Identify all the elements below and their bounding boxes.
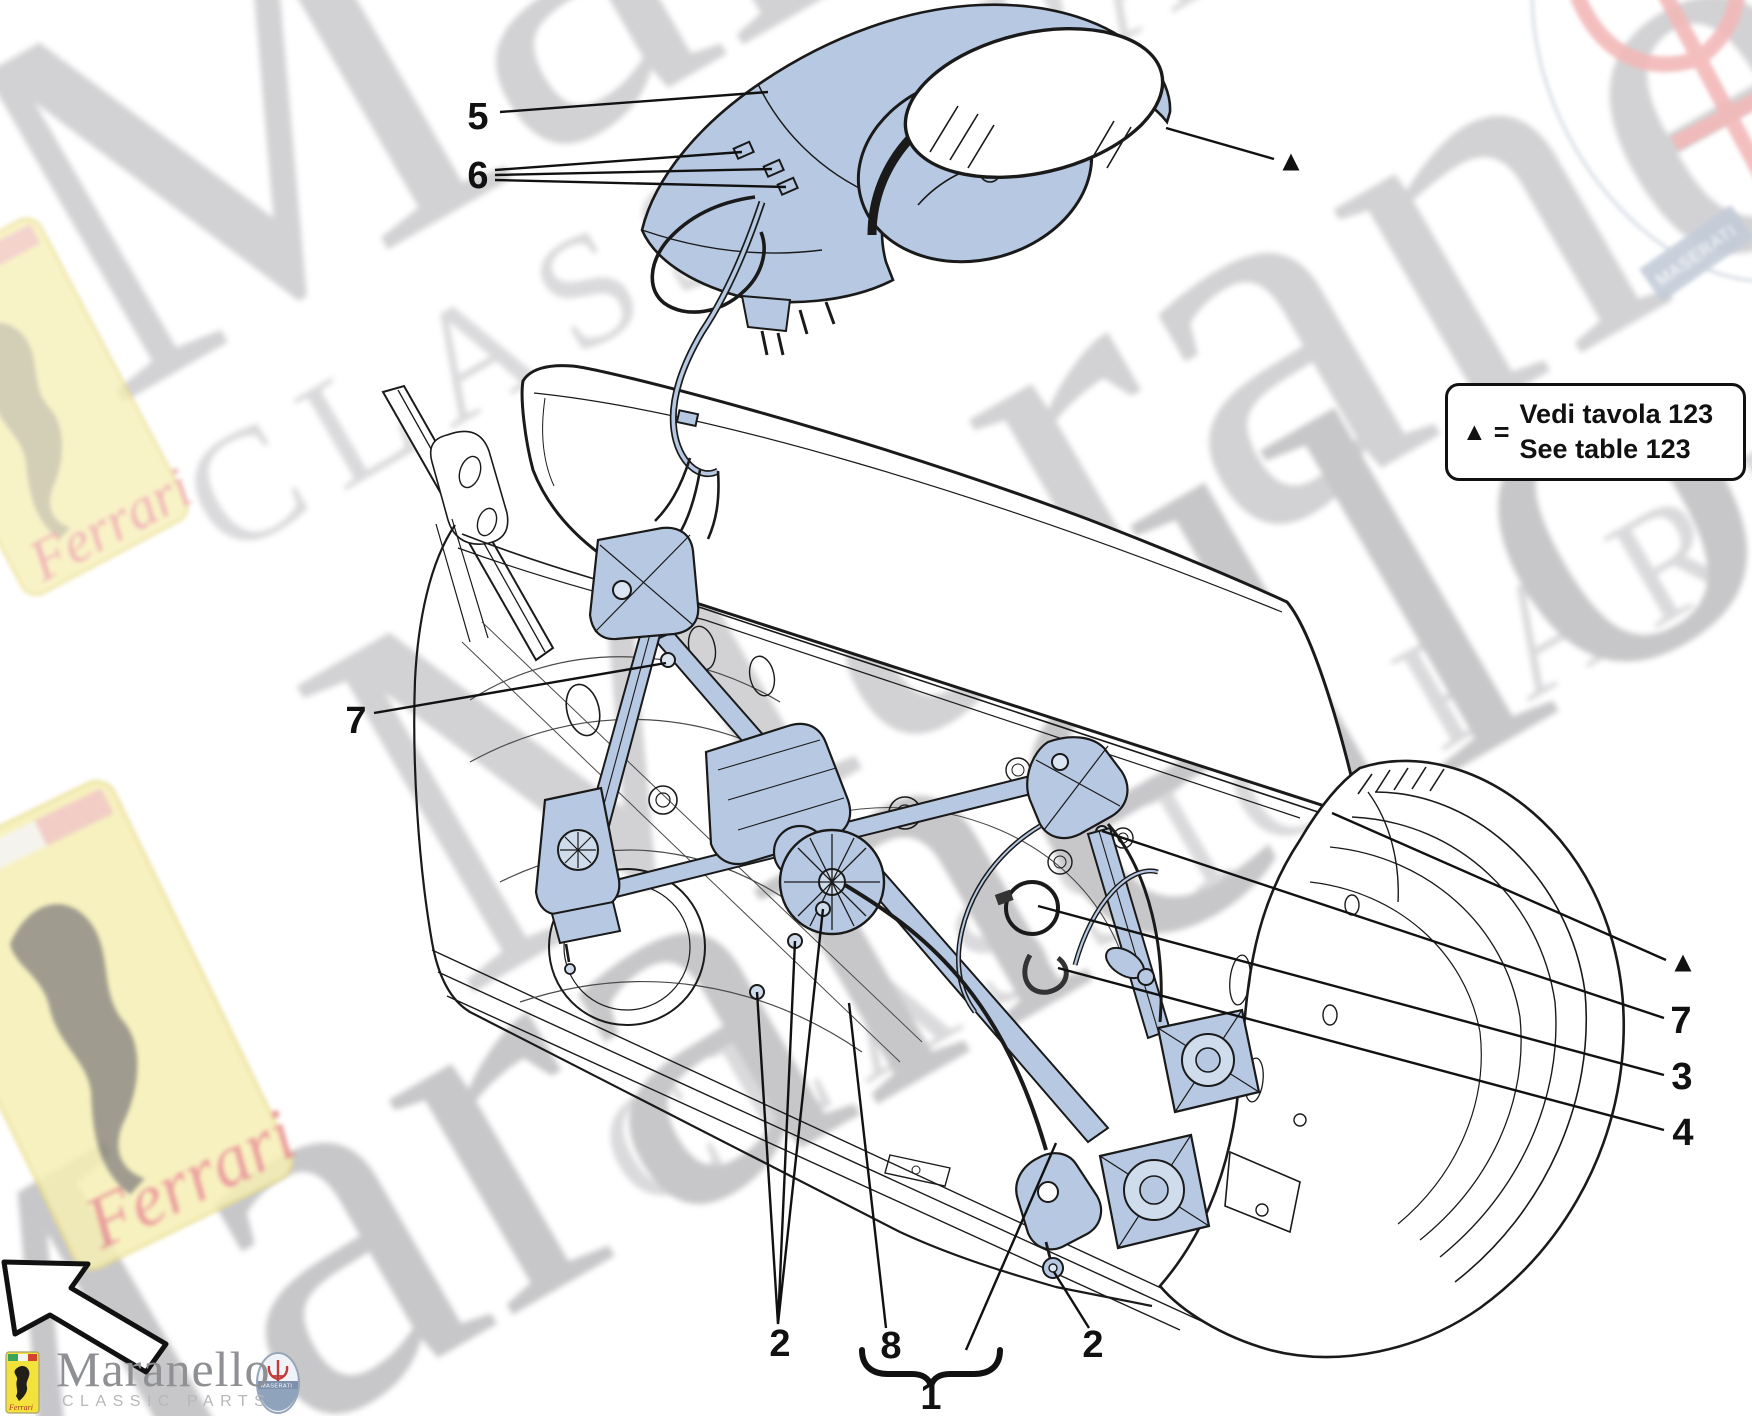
mirror-glass-hatching [929, 105, 1132, 169]
shield-stripe-red [34, 788, 114, 846]
harness-clip [732, 140, 755, 161]
legend-line1: Vedi tavola 123 [1519, 398, 1714, 429]
ferrari-shield-logo: Ferrari [5, 1351, 40, 1414]
rear-regulator-rail [1015, 736, 1261, 1279]
door-structure [381, 364, 1625, 1359]
speaker-opening [548, 868, 706, 1026]
banner-band [1639, 204, 1752, 302]
mirror-gasket-loop [650, 195, 766, 314]
callout-8: 8 [880, 1325, 902, 1367]
ferrari-horse-icon [14, 1365, 30, 1401]
harness-clip [762, 158, 785, 179]
door-inner-panel [413, 524, 1231, 1331]
callout-triangle-right: ▲ [1668, 946, 1698, 979]
leader-7-right [1101, 829, 1665, 1020]
maserati-badge-text: MASERATI [261, 1384, 292, 1390]
direction-arrow-icon [1, 1259, 169, 1375]
front-regulator-rail [534, 526, 700, 975]
leader-2-right [1052, 1271, 1091, 1329]
mirror-base [740, 294, 792, 333]
door-outer-skin [1158, 759, 1625, 1359]
mirror-glass [903, 27, 1165, 179]
trident-glyph [1569, 0, 1752, 183]
cable-ring [1004, 880, 1060, 936]
callout-triangle-top: ▲ [1276, 145, 1306, 178]
regulator-cables [843, 823, 1163, 1151]
leader-7-left [373, 661, 667, 715]
bracket-brace-1 [859, 1347, 1003, 1387]
window-motor [704, 722, 886, 1000]
callout-2-left: 2 [769, 1323, 791, 1365]
shield-stripe-red [0, 223, 41, 271]
window-regulator [534, 526, 1261, 1279]
ferrari-shield-text: Ferrari [8, 1403, 33, 1412]
legend-triangle-icon: ▲ [1462, 417, 1487, 446]
leader-5 [499, 90, 769, 114]
ring-clip [994, 889, 1014, 906]
leader-2-left [755, 908, 825, 1325]
harness-clip [776, 176, 799, 197]
leader-1 [964, 1142, 1058, 1351]
legend-box: ▲ = Vedi tavola 123 See table 123 [1445, 383, 1746, 481]
callout-2-right: 2 [1082, 1324, 1104, 1366]
callout-5: 5 [467, 96, 489, 138]
maserati-badge-logo: MASERATI [256, 1352, 300, 1414]
leader-8 [847, 1002, 888, 1329]
leader-6 [494, 150, 787, 189]
leader-lines [373, 90, 1667, 1387]
callout-1: 1 [920, 1376, 942, 1416]
mirror-wiring-harness [654, 140, 799, 540]
leader-4 [1057, 966, 1665, 1132]
leader-triangle-right [1331, 811, 1667, 962]
callout-7-right: 7 [1670, 1000, 1692, 1042]
shield-horse-silhouette [10, 904, 145, 1195]
leader-3 [1037, 904, 1665, 1077]
logo-brand-name: Maranello [56, 1341, 271, 1397]
callout-7-left: 7 [345, 700, 367, 742]
harness-clip [675, 409, 700, 428]
legend-line2: See table 123 [1519, 434, 1691, 464]
callout-4: 4 [1672, 1112, 1694, 1154]
leader-triangle-top [1165, 126, 1275, 161]
logo-tagline: CLASSIC PARTS [62, 1393, 272, 1410]
rear-rail-foot-bracket [1015, 1152, 1103, 1251]
trident-oval [1530, 0, 1752, 283]
window-glass [520, 364, 1359, 816]
maserati-trident-watermark: MASERATI [1530, 0, 1752, 302]
maserati-trident-icon [267, 1360, 289, 1382]
shield-horse-silhouette [0, 322, 71, 540]
quarter-window-strut [381, 384, 555, 662]
callout-3: 3 [1671, 1056, 1693, 1098]
front-rail-foot [550, 900, 622, 945]
callout-6: 6 [467, 155, 489, 197]
mirror-assembly [640, 3, 1172, 540]
legend-equals: = [1493, 416, 1510, 447]
shield-stripe-white [0, 820, 47, 878]
